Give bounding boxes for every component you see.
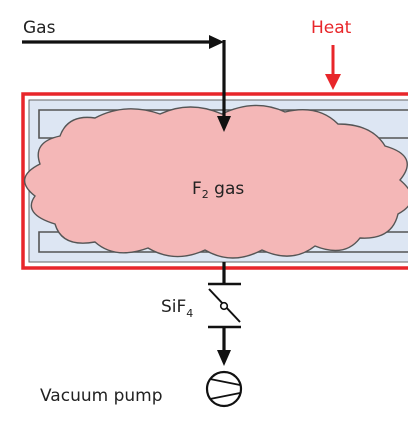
valve-label-subscript: 4 [186,307,193,320]
valve-label-main: SiF [161,297,186,317]
arrow-down-icon [217,350,231,366]
arrow-down-icon [325,74,341,90]
pump-label: Vacuum pump [40,386,163,406]
heat-label: Heat [311,18,352,38]
arrow-right-icon [209,35,224,49]
cloud-label-suffix: gas [209,179,245,199]
cloud-label: F2 gas [192,179,244,201]
arrow-down-icon [217,116,231,132]
valve-label: SiF4 [161,297,193,320]
gas-cloud [24,104,408,259]
cloud-label-subscript: 2 [202,188,209,201]
valve-icon [208,288,241,323]
vacuum-pump-icon [205,370,243,408]
gas-inlet-label: Gas [23,18,56,38]
cloud-label-main: F [192,179,202,199]
